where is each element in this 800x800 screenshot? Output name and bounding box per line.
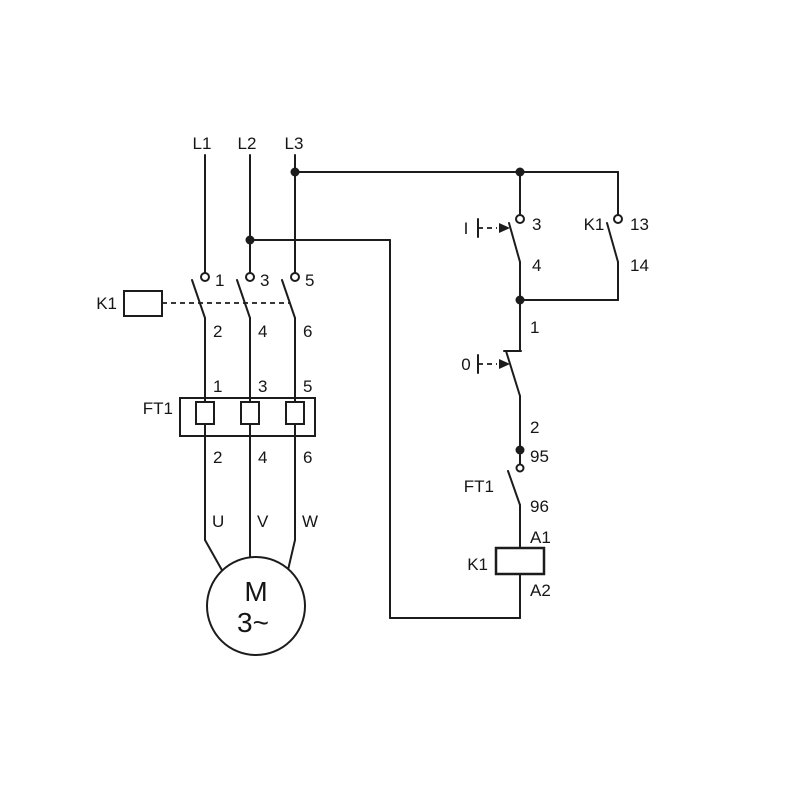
terminal-label: 1 bbox=[530, 318, 539, 337]
contactor-coil bbox=[494, 546, 546, 576]
motor-designation: M bbox=[244, 576, 267, 607]
terminal-label: 5 bbox=[303, 377, 312, 396]
motor-terminal-label: V bbox=[257, 512, 269, 531]
contactor-label: K1 bbox=[96, 294, 117, 313]
overload-heater-icon bbox=[195, 401, 215, 425]
start-button-label: I bbox=[464, 219, 469, 238]
stop-button-contact bbox=[477, 350, 522, 397]
phase-label-l2: L2 bbox=[238, 134, 257, 153]
terminal-label: 14 bbox=[630, 256, 649, 275]
junction-dots bbox=[245, 167, 525, 455]
stop-button-label: 0 bbox=[461, 355, 470, 374]
terminal-label: 2 bbox=[213, 448, 222, 467]
actuation-arrow-icon bbox=[499, 223, 510, 233]
overload-label: FT1 bbox=[143, 399, 173, 418]
terminal-label: 5 bbox=[305, 271, 314, 290]
terminal-label: 2 bbox=[530, 418, 539, 437]
terminal-label: 4 bbox=[258, 448, 267, 467]
overload-contact-label: FT1 bbox=[464, 477, 494, 496]
overload-relay-symbol bbox=[179, 397, 316, 437]
terminal-label: 3 bbox=[260, 271, 269, 290]
terminal-label: 1 bbox=[215, 271, 224, 290]
contactor-operator-box bbox=[123, 290, 163, 317]
terminal-label: 4 bbox=[532, 256, 541, 275]
coil-box bbox=[494, 546, 546, 576]
seal-in-contact bbox=[606, 214, 623, 263]
terminal-label: 6 bbox=[303, 448, 312, 467]
motor-terminal-label: W bbox=[302, 512, 318, 531]
overload-heater-icon bbox=[285, 401, 305, 425]
terminal-label: 3 bbox=[532, 215, 541, 234]
control-labels: I 3 4 K1 13 14 1 0 2 95 FT1 96 A1 K1 A2 bbox=[461, 215, 649, 600]
terminal-label: 96 bbox=[530, 497, 549, 516]
terminal-label: A1 bbox=[530, 528, 551, 547]
terminal-label: A2 bbox=[530, 581, 551, 600]
motor-terminal-label: U bbox=[212, 512, 224, 531]
phase-label-l1: L1 bbox=[193, 134, 212, 153]
phase-label-l3: L3 bbox=[285, 134, 304, 153]
actuation-arrow-icon bbox=[499, 359, 510, 369]
start-button-contact bbox=[477, 214, 525, 263]
terminal-label: 13 bbox=[630, 215, 649, 234]
motor-circle bbox=[206, 556, 306, 656]
motor-phase-text: 3~ bbox=[237, 607, 269, 638]
terminal-label: 2 bbox=[213, 322, 222, 341]
terminal-label: 1 bbox=[213, 377, 222, 396]
power-labels: L1 L2 L3 K1 1 3 5 2 4 6 FT1 1 3 5 2 4 6 … bbox=[96, 134, 318, 638]
overload-heater-icon bbox=[240, 401, 260, 425]
terminal-label: 4 bbox=[258, 322, 267, 341]
overload-trip-contact bbox=[507, 463, 525, 506]
coil-label: K1 bbox=[467, 555, 488, 574]
motor-symbol bbox=[206, 556, 306, 656]
terminal-label: 95 bbox=[530, 447, 549, 466]
terminal-label: 3 bbox=[258, 377, 267, 396]
power-wires bbox=[204, 154, 296, 573]
contactor-main-contacts bbox=[123, 272, 300, 319]
seal-in-contact-label: K1 bbox=[584, 215, 605, 234]
overload-box bbox=[179, 397, 316, 437]
terminal-label: 6 bbox=[303, 322, 312, 341]
